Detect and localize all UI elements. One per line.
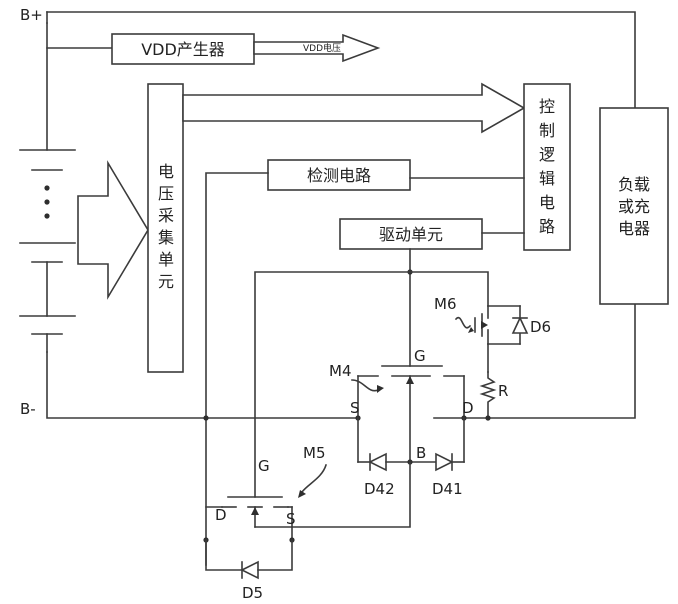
m6-transistor xyxy=(474,305,521,373)
voltage-collect-char: 单 xyxy=(158,250,174,269)
d5-label: D5 xyxy=(242,584,263,602)
m4-gate-label: G xyxy=(414,347,426,365)
voltage-collect-char: 集 xyxy=(158,228,174,247)
detect-circuit-label: 检测电路 xyxy=(307,166,371,185)
m6-pointer-head xyxy=(468,327,474,333)
vdd-output-arrow xyxy=(253,33,381,63)
b-minus-label: B- xyxy=(20,400,36,418)
m6-pointer xyxy=(454,316,472,329)
d41-label: D41 xyxy=(432,480,463,498)
junction-dot xyxy=(203,415,209,421)
drive-unit-label: 驱动单元 xyxy=(379,225,443,244)
load-label-line: 或充 xyxy=(618,197,650,216)
d5-diode xyxy=(240,560,259,580)
load-box xyxy=(599,107,669,305)
detect-sense-wire xyxy=(205,172,269,566)
d5-right-wire xyxy=(257,539,293,571)
collect-to-control-arrow xyxy=(182,82,526,134)
d42-diode xyxy=(368,452,387,472)
m5-pointer xyxy=(300,463,328,494)
control-logic-char: 制 xyxy=(539,121,555,140)
m5-gate-label: G xyxy=(258,457,270,475)
d41-diode xyxy=(435,452,454,472)
battery-stack xyxy=(19,149,76,353)
voltage-collect-char: 电 xyxy=(158,162,174,181)
voltage-collect-char: 采 xyxy=(158,206,174,225)
vdd-voltage-label: VDD电压 xyxy=(303,42,341,54)
ellipsis-dot xyxy=(44,185,50,191)
control-logic-char: 路 xyxy=(539,217,555,236)
m5-transistor xyxy=(205,496,293,541)
resistor-label: R xyxy=(498,382,508,400)
voltage-collect-box xyxy=(147,83,184,373)
control-logic-char: 辑 xyxy=(539,169,555,188)
load-label-line: 负载 xyxy=(618,175,650,194)
m5-gate-wire xyxy=(254,271,411,498)
ellipsis-dot xyxy=(44,213,50,219)
b-node-label: B xyxy=(416,444,426,462)
m5-source-label: S xyxy=(286,510,296,528)
d6-label: D6 xyxy=(530,318,551,336)
load-label-line: 电器 xyxy=(618,219,650,238)
ellipsis-dot xyxy=(44,199,50,205)
m4-transistor xyxy=(357,365,465,463)
control-logic-box xyxy=(523,83,571,251)
m5-label: M5 xyxy=(303,444,326,462)
drive-unit-box xyxy=(339,218,483,250)
m4-source-label: S xyxy=(350,399,360,417)
b-plus-rail xyxy=(46,11,636,151)
d5-left-wire xyxy=(205,539,243,571)
d42-label: D42 xyxy=(364,480,395,498)
m4-label: M4 xyxy=(329,362,352,380)
battery-to-collect-arrow xyxy=(77,160,149,300)
vdd-generator-label: VDD产生器 xyxy=(141,40,225,59)
control-logic-char: 电 xyxy=(539,193,555,212)
d6-diode xyxy=(511,305,529,345)
m4-pointer-head xyxy=(377,385,384,393)
voltage-collect-char: 元 xyxy=(158,272,174,291)
m6-label: M6 xyxy=(434,295,457,313)
m5-drain-label: D xyxy=(215,506,227,524)
control-logic-char: 控 xyxy=(539,97,555,116)
b-plus-label: B+ xyxy=(20,6,43,24)
detect-circuit-box xyxy=(267,159,411,191)
voltage-collect-char: 压 xyxy=(158,184,174,203)
m6-feed-wire xyxy=(409,271,489,307)
resistor-r xyxy=(479,371,497,419)
m4-pointer xyxy=(351,379,380,392)
junction-dot xyxy=(485,415,491,421)
b-to-m5-source-wire xyxy=(291,461,411,528)
control-logic-char: 逻 xyxy=(539,145,555,164)
m4-drain-label: D xyxy=(462,399,474,417)
m5-pointer-head xyxy=(298,490,306,498)
